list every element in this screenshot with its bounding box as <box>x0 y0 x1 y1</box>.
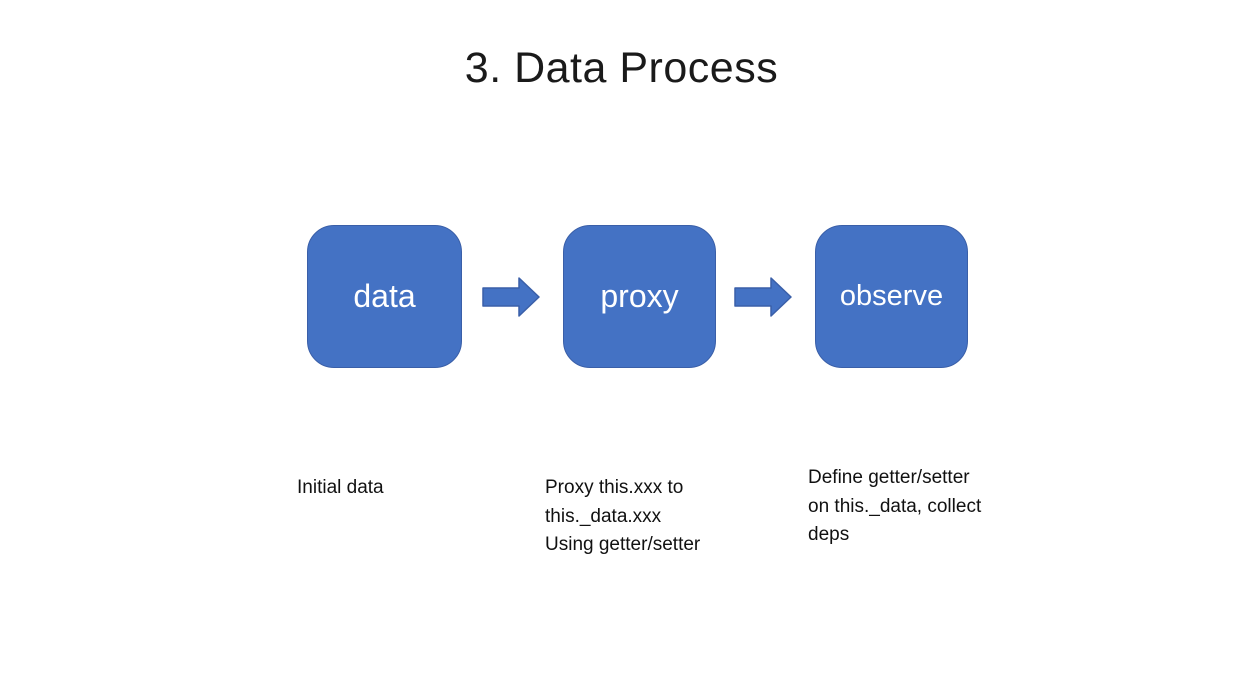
caption-observe: Define getter/setter on this._data, coll… <box>808 467 982 545</box>
arrow-right-icon <box>734 277 792 317</box>
node-data-label: data <box>353 278 416 314</box>
node-observe: observe <box>815 225 968 368</box>
node-data: data <box>307 225 462 368</box>
node-proxy: proxy <box>563 225 716 368</box>
node-proxy-label: proxy <box>600 278 679 314</box>
caption-data: Initial data <box>297 477 384 498</box>
arrow-right-icon <box>482 277 540 317</box>
slide-title: 3. Data Process <box>464 44 779 92</box>
node-observe-label: observe <box>839 280 944 312</box>
caption-proxy: Proxy this.xxx to this._data.xxx Using g… <box>545 477 701 555</box>
